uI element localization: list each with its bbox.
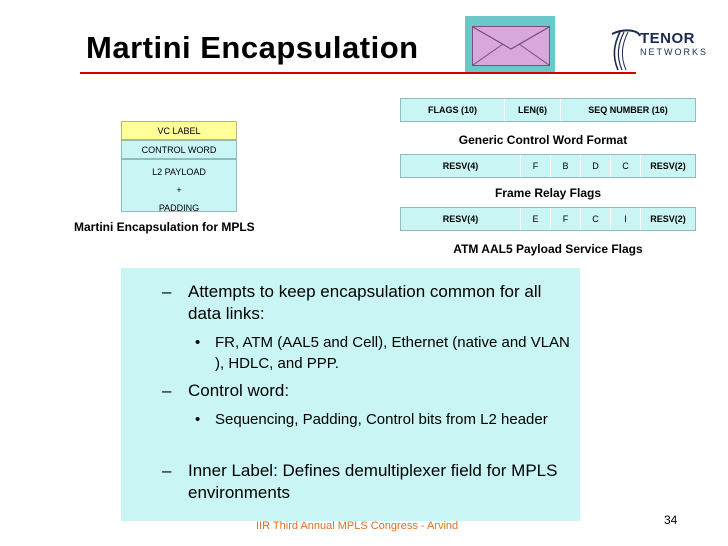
field-resv4: RESV(4) bbox=[401, 155, 521, 177]
stack-vc-label: VC LABEL bbox=[121, 121, 237, 140]
slide-title: Martini Encapsulation bbox=[86, 30, 419, 65]
bullet-text: Control word: bbox=[188, 381, 290, 400]
bullet-text: FR, ATM (AAL5 and Cell), Ethernet (nativ… bbox=[215, 334, 570, 372]
field-seq-number: SEQ NUMBER (16) bbox=[588, 105, 668, 115]
field-f: F bbox=[521, 155, 551, 177]
title-underline bbox=[80, 72, 636, 74]
logo-subtitle: NETWORKS bbox=[640, 47, 709, 57]
field-b: B bbox=[551, 155, 581, 177]
stack-payload: L2 PAYLOAD + PADDING bbox=[121, 159, 237, 213]
field-resv4: RESV(4) bbox=[401, 208, 521, 230]
logo-name: TENOR bbox=[640, 30, 695, 47]
bullet-text: Inner Label: Defines demultiplexer field… bbox=[188, 461, 558, 502]
envelope-icon bbox=[465, 16, 555, 72]
dot-marker: • bbox=[195, 334, 201, 351]
field-len: LEN(6) bbox=[505, 99, 561, 121]
bullet-panel bbox=[121, 268, 580, 521]
field-c: C bbox=[611, 155, 641, 177]
page-number: 34 bbox=[664, 513, 678, 527]
stack-padding: PADDING bbox=[158, 203, 200, 213]
field-f: F bbox=[551, 208, 581, 230]
field-c: C bbox=[581, 208, 611, 230]
stack-payload-label: L2 PAYLOAD bbox=[152, 167, 206, 177]
bullet-text: Sequencing, Padding, Control bits from L… bbox=[215, 411, 548, 428]
frame-relay-flags-row: RESV(4) F B D C RESV(2) bbox=[400, 154, 696, 178]
tenor-swirl-icon bbox=[611, 29, 641, 71]
caption-atm-aal5-flags: ATM AAL5 Payload Service Flags bbox=[453, 242, 643, 256]
stack-caption: Martini Encapsulation for MPLS bbox=[74, 220, 255, 234]
dash-marker: – bbox=[162, 381, 172, 400]
dash-marker: – bbox=[162, 461, 172, 480]
tenor-logo: TENOR NETWORKS bbox=[604, 26, 714, 74]
field-i: I bbox=[611, 208, 641, 230]
field-resv2: RESV(2) bbox=[650, 161, 686, 171]
envelope-body bbox=[472, 26, 550, 66]
field-d: D bbox=[581, 155, 611, 177]
dot-marker: • bbox=[195, 411, 201, 428]
field-flags: FLAGS (10) bbox=[401, 99, 505, 121]
bullet-text: Attempts to keep encapsulation common fo… bbox=[188, 282, 542, 323]
stack-plus: + bbox=[176, 185, 182, 195]
slide-footer: IIR Third Annual MPLS Congress - Arvind bbox=[256, 520, 459, 532]
dash-marker: – bbox=[162, 282, 172, 301]
stack-control-word: CONTROL WORD bbox=[121, 140, 237, 159]
envelope-flap-icon bbox=[473, 27, 549, 65]
generic-control-word-row: FLAGS (10) LEN(6) SEQ NUMBER (16) bbox=[400, 98, 696, 122]
caption-frame-relay-flags: Frame Relay Flags bbox=[494, 186, 602, 200]
field-resv2: RESV(2) bbox=[650, 214, 686, 224]
atm-aal5-flags-row: RESV(4) E F C I RESV(2) bbox=[400, 207, 696, 231]
field-e: E bbox=[521, 208, 551, 230]
caption-generic-control-word: Generic Control Word Format bbox=[458, 133, 628, 147]
